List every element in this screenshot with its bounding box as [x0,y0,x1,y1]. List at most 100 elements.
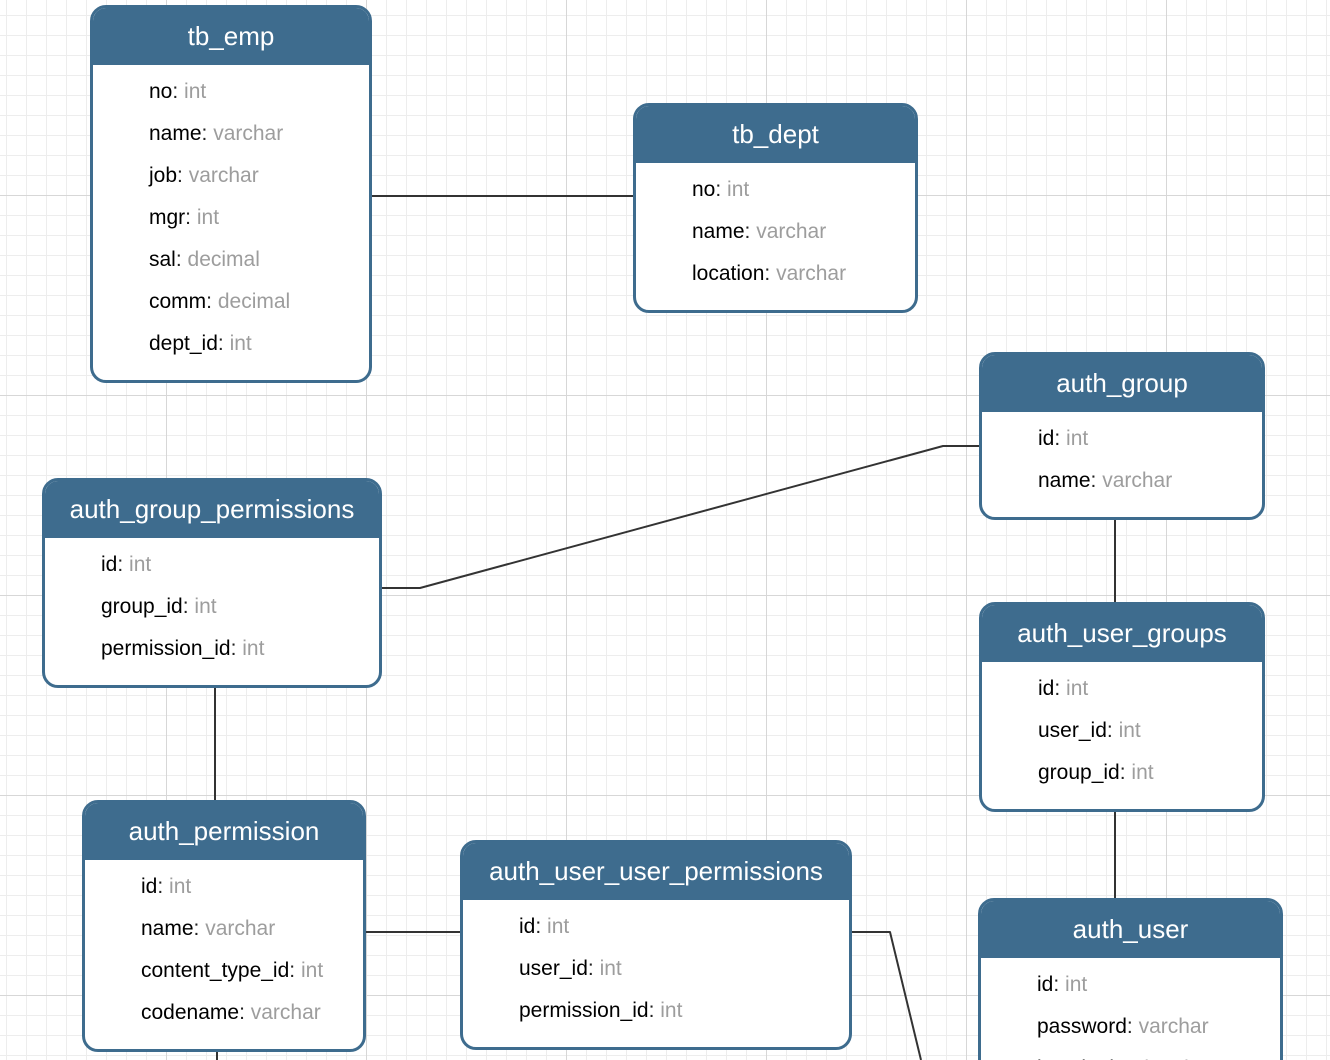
field-row: passwordvarchar [981,1006,1280,1048]
table-title: auth_user_user_permissions [489,856,823,886]
field-name: no [692,178,727,201]
field-row: namevarchar [93,113,369,155]
field-name: permission_id [101,637,242,660]
field-row: idint [463,906,849,948]
field-row: idint [85,866,363,908]
connection-auth_group_permissions-auth_group[interactable] [382,445,979,589]
field-type: int [660,999,683,1022]
field-row: codenamevarchar [85,992,363,1034]
field-row: mgrint [93,197,369,239]
table-fields: idint passwordvarchar last_logindatetime [981,958,1280,1060]
field-row: dept_idint [93,323,369,365]
field-row: idint [982,668,1262,710]
table-title: auth_user [1072,914,1189,944]
field-name: user_id [1038,719,1119,742]
field-row: namevarchar [636,211,915,253]
table-auth_group[interactable]: auth_group idint namevarchar [979,352,1265,520]
connection-auth_user_user_permissions-auth_user[interactable] [852,931,922,1060]
field-row: idint [982,418,1262,460]
table-header: tb_dept [636,106,915,163]
field-name: comm [149,290,218,313]
table-auth_user_groups[interactable]: auth_user_groups idint user_idint group_… [979,602,1265,812]
table-auth_user_user_permissions[interactable]: auth_user_user_permissions idint user_id… [460,840,852,1050]
table-header: auth_group_permissions [45,481,379,538]
field-name: password [1037,1015,1139,1038]
field-type: int [196,206,220,229]
field-type: int [129,553,152,576]
field-type: varchar [756,220,827,243]
field-type: varchar [1102,469,1173,492]
field-row: noint [636,169,915,211]
table-auth_user[interactable]: auth_user idint passwordvarchar last_log… [978,898,1283,1060]
field-type: int [229,332,252,355]
field-type: int [547,915,570,938]
field-name: group_id [101,595,194,618]
field-type: int [1118,719,1141,742]
field-row: jobvarchar [93,155,369,197]
field-type: decimal [187,248,260,271]
field-row: last_logindatetime [981,1048,1280,1060]
field-type: int [1131,761,1154,784]
table-title: tb_emp [187,21,275,51]
table-header: auth_user [981,901,1280,958]
field-name: user_id [519,957,600,980]
field-name: permission_id [519,999,660,1022]
field-name: id [101,553,129,576]
table-fields: idint user_idint group_idint [982,662,1262,809]
field-name: name [692,220,756,243]
field-name: location [692,262,776,285]
field-type: int [727,178,750,201]
field-type: int [599,957,622,980]
field-row: permission_idint [463,990,849,1032]
table-fields: idint group_idint permission_idint [45,538,379,685]
field-type: varchar [213,122,284,145]
field-type: datetime [1137,1057,1218,1060]
table-fields: noint namevarchar jobvarchar mgrint sald… [93,65,369,380]
field-row: idint [45,544,379,586]
field-type: int [1065,973,1088,996]
field-name: id [519,915,547,938]
table-auth_group_permissions[interactable]: auth_group_permissions idint group_id int… [42,478,382,688]
field-name: name [1038,469,1102,492]
field-type: int [1066,427,1089,450]
table-title: auth_group_permissions [69,494,355,524]
field-row: namevarchar [85,908,363,950]
field-name: job [149,164,189,187]
table-title: auth_user_groups [1017,618,1227,648]
field-type: varchar [1138,1015,1209,1038]
table-tb_dept[interactable]: tb_dept noint namevarchar locationvarcha… [633,103,918,313]
table-header: auth_group [982,355,1262,412]
field-name: id [1037,973,1065,996]
table-title: auth_permission [128,816,320,846]
field-type: int [300,959,324,982]
field-name: mgr [149,206,197,229]
field-row: commdecimal [93,281,369,323]
table-title: tb_dept [732,119,819,149]
field-row: group_idint [982,752,1262,794]
field-name: id [1038,427,1066,450]
table-header: auth_user_groups [982,605,1262,662]
field-type: int [184,80,207,103]
field-name: sal [149,248,188,271]
field-type: varchar [250,1001,321,1024]
field-name: id [141,875,169,898]
field-row: idint [981,964,1280,1006]
field-row: noint [93,71,369,113]
field-row: namevarchar [982,460,1262,502]
field-type: int [169,875,192,898]
field-type: varchar [205,917,276,940]
field-row: user_idint [463,948,849,990]
field-row: user_idint [982,710,1262,752]
table-auth_permission[interactable]: auth_permission idint namevarchar conten… [82,800,366,1052]
table-fields: idint user_idint permission_idint [463,900,849,1047]
table-fields: idint namevarchar [982,412,1262,517]
table-tb_emp[interactable]: tb_emp noint namevarchar jobvarchar mgri… [90,5,372,383]
table-header: tb_emp [93,8,369,65]
field-name: name [141,917,205,940]
table-fields: idint namevarchar content_type_idint cod… [85,860,363,1049]
field-type: varchar [776,262,847,285]
field-name: id [1038,677,1066,700]
field-name: dept_id [149,332,230,355]
